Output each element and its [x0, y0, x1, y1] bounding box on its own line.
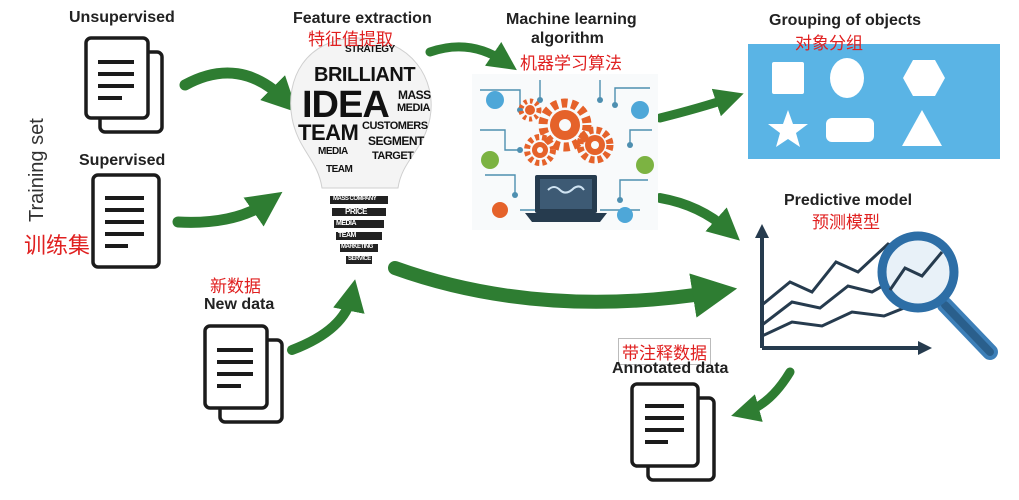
arrow-feature-to-predictive [388, 261, 738, 318]
label-training-set: Training set [26, 118, 48, 222]
gear-large-icon [538, 98, 592, 152]
arrow-predictive-to-annotated [731, 367, 795, 422]
bulb-word-team-3: TEAM [338, 232, 356, 239]
bulb-word-team: TEAM [298, 120, 359, 145]
label-grouping: Grouping of objects [769, 12, 921, 29]
label-annotated: Annotated data [612, 360, 729, 377]
lightbulb-icon [290, 37, 432, 264]
bulb-word-customers: CUSTOMERS [362, 120, 428, 132]
bulb-word-media-3: MEDIA [336, 220, 357, 227]
label-ml-line1: Machine learning [506, 11, 637, 28]
bulb-word-company: MASS COMPANY [333, 196, 377, 202]
bulb-word-media-2: MEDIA [318, 146, 348, 157]
label-supervised: Supervised [79, 152, 166, 169]
bulb-word-marketing: MARKETING [341, 244, 373, 250]
magnifier-icon [877, 231, 998, 360]
rounded-rect-shape-icon [826, 118, 874, 142]
label-ml-zh: 机器学习算法 [520, 54, 622, 74]
bulb-word-team-2: TEAM [326, 164, 353, 175]
label-feature-extraction-zh: 特征值提取 [308, 30, 393, 50]
gear-tiny-icon [518, 98, 542, 122]
arrow-ml-to-predictive [655, 193, 740, 241]
bulb-word-brilliant: BRILLIANT [314, 64, 416, 86]
label-annotated-zh: 带注释数据 [618, 338, 711, 365]
arrow-newdata-to-feature [287, 279, 365, 355]
document-annotated-icon [630, 382, 716, 482]
bulb-word-price: PRICE [345, 207, 367, 216]
bulb-word-mass: MASS [398, 88, 431, 102]
bulb-word-media: MEDIA [397, 102, 430, 114]
gear-medium-icon [576, 126, 614, 164]
bulb-word-service: SERVICE [348, 256, 371, 262]
gear-small-icon [524, 134, 556, 166]
triangle-shape-icon [902, 110, 942, 146]
label-grouping-zh: 对象分组 [795, 34, 863, 54]
laptop-icon [525, 175, 607, 222]
label-feature-extraction: Feature extraction [293, 10, 432, 27]
arrow-ml-to-grouping [655, 88, 744, 123]
grouping-shapes-panel [748, 44, 1000, 159]
arrow-supervised-to-feature [172, 191, 283, 228]
bulb-word-idea: IDEA [302, 84, 390, 126]
label-predictive-zh: 预测模型 [812, 213, 880, 233]
star-shape-icon [768, 110, 808, 147]
label-training-set-zh: 训练集 [24, 234, 91, 259]
hexagon-shape-icon [903, 60, 945, 96]
bulb-word-target: TARGET [372, 150, 414, 162]
document-supervised-icon [91, 173, 161, 269]
ml-algorithm-illustration [472, 74, 658, 230]
label-ml-line2: algorithm [531, 30, 604, 47]
label-new-data-zh: 新数据 [210, 277, 261, 297]
document-unsupervised-icon [84, 36, 164, 134]
arrow-feature-to-ml [425, 41, 517, 71]
document-new-data-icon [203, 324, 284, 424]
bulb-word-strategy: STRATEGY [345, 44, 395, 55]
predictive-chart-icon [755, 224, 998, 360]
arrow-unsupervised-to-feature [179, 67, 298, 113]
label-unsupervised: Unsupervised [69, 9, 175, 26]
label-new-data: New data [204, 296, 275, 313]
ellipse-shape-icon [830, 58, 864, 98]
bulb-word-segment: SEGMENT [368, 134, 424, 148]
square-shape-icon [772, 62, 804, 94]
label-predictive: Predictive model [784, 192, 913, 209]
